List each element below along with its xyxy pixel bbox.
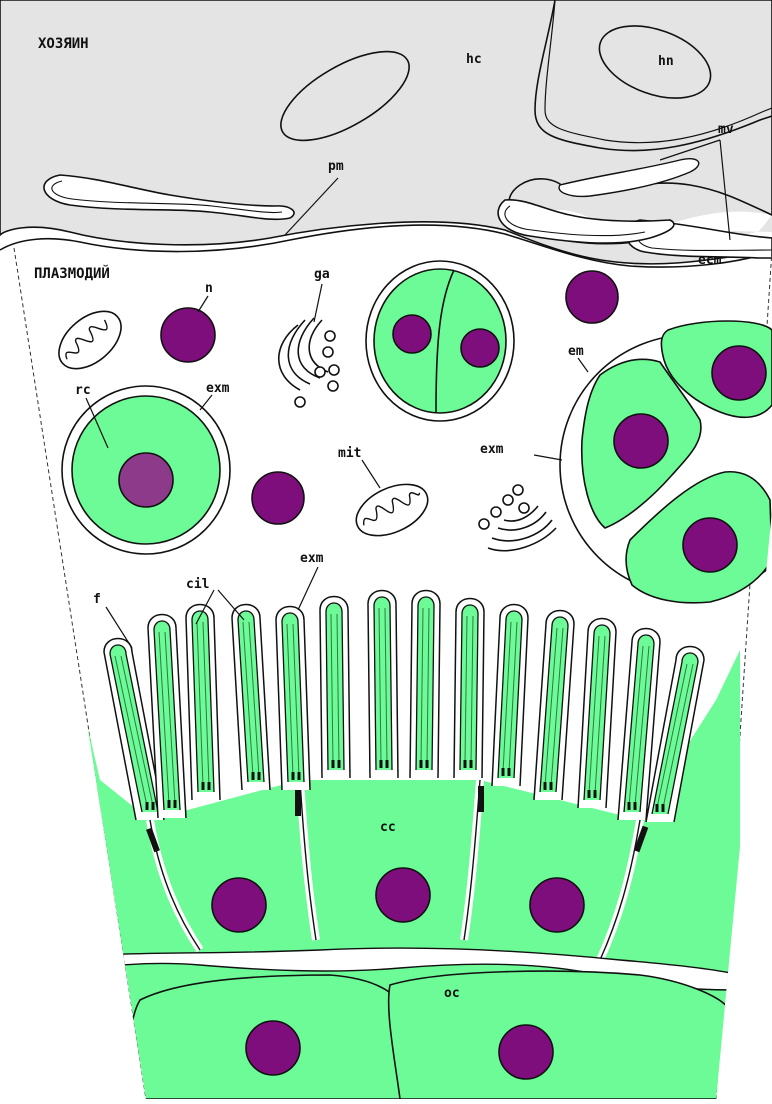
label-hc: hc: [466, 52, 482, 67]
label-cc: cc: [380, 820, 396, 835]
label-n: n: [205, 281, 213, 296]
label-f: f: [93, 592, 101, 607]
basal-body: [464, 760, 467, 768]
dividing-nucleus-left: [393, 315, 431, 353]
cilium: [460, 605, 478, 770]
basal-body: [502, 768, 505, 776]
free-nucleus-3: [566, 271, 618, 323]
label-exm-1: exm: [206, 381, 230, 396]
label-rc: rc: [75, 383, 91, 398]
basal-body: [146, 802, 149, 810]
basal-body: [258, 772, 261, 780]
label-exm-3: exm: [300, 551, 324, 566]
golgi-lower: [479, 485, 556, 551]
label-em: em: [568, 344, 584, 359]
label-plasmodium: ПЛАЗМОДИЙ: [34, 265, 110, 282]
em-nucleus-top: [712, 346, 766, 400]
label-oc: oc: [444, 986, 460, 1001]
basal-body: [420, 760, 423, 768]
basal-body: [152, 802, 155, 810]
cover-nucleus-2: [376, 868, 430, 922]
basal-body: [202, 782, 205, 790]
released-cell: [62, 386, 230, 554]
outer-cell-right: [389, 971, 730, 1099]
cilium: [374, 597, 392, 770]
label-ecm: ecm: [698, 253, 722, 268]
cilium: [416, 597, 434, 770]
basal-body: [298, 772, 301, 780]
cover-nucleus-3: [530, 878, 584, 932]
label-hn: hn: [658, 54, 674, 69]
cover-nucleus-1: [212, 878, 266, 932]
basal-body: [544, 782, 547, 790]
basal-body: [588, 790, 591, 798]
em-nucleus-left: [614, 414, 668, 468]
label-mv: mv: [718, 122, 734, 137]
dividing-cell: [366, 261, 514, 421]
basal-body: [292, 772, 295, 780]
free-nucleus-n: [161, 308, 215, 362]
basal-body: [628, 802, 631, 810]
basal-body: [550, 782, 553, 790]
basal-body: [470, 760, 473, 768]
host-region: [0, 0, 772, 267]
basal-body: [662, 804, 665, 812]
basal-body: [174, 800, 177, 808]
dividing-nucleus-right: [461, 329, 499, 367]
em-nucleus-bottom: [683, 518, 737, 572]
cilium: [326, 603, 344, 770]
basal-body: [208, 782, 211, 790]
basal-body: [426, 760, 429, 768]
enveloping-cell-group: [560, 321, 772, 603]
label-cil: cil: [186, 577, 209, 592]
basal-body: [168, 800, 171, 808]
label-ga: ga: [314, 267, 330, 282]
released-cell-nucleus: [119, 453, 173, 507]
cover-cell-layer: [40, 591, 740, 1100]
outer-nucleus-2: [499, 1025, 553, 1079]
basal-body: [252, 772, 255, 780]
label-mit: mit: [338, 446, 361, 461]
label-exm-2: exm: [480, 442, 504, 457]
basal-body: [338, 760, 341, 768]
free-nucleus-2: [252, 472, 304, 524]
label-pm: pm: [328, 159, 344, 174]
basal-body: [508, 768, 511, 776]
basal-body: [594, 790, 597, 798]
label-host: ХОЗЯИН: [38, 36, 89, 52]
basal-body: [380, 760, 383, 768]
basal-body: [656, 804, 659, 812]
golgi-upper: [279, 318, 339, 407]
basal-body: [332, 760, 335, 768]
outer-nucleus-1: [246, 1021, 300, 1075]
mitochondrion-left: [48, 300, 131, 380]
mitochondrion-mit: [348, 474, 435, 546]
basal-body: [386, 760, 389, 768]
basal-body: [634, 802, 637, 810]
